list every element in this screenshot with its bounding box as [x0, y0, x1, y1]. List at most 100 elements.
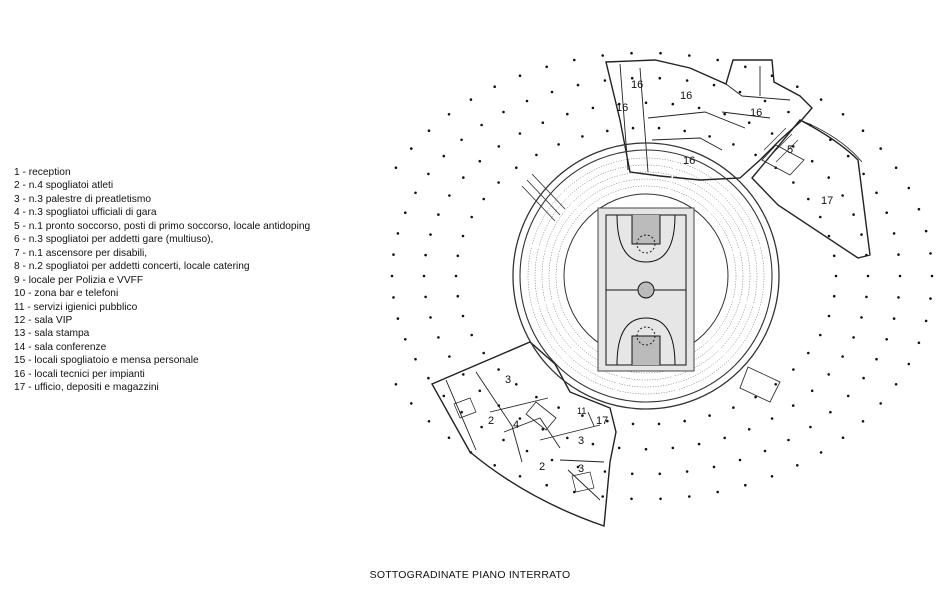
column-dot [497, 145, 501, 148]
column-dot [774, 383, 777, 386]
column-dot [852, 336, 855, 339]
column-dot [827, 373, 830, 376]
column-dot [712, 83, 716, 87]
column-dot [390, 274, 394, 278]
legend-item: 12 - sala VIP [14, 314, 73, 326]
column-dot [832, 254, 836, 258]
column-dot [644, 101, 648, 105]
seating-bowl [512, 142, 780, 410]
column-dot [601, 495, 604, 498]
aisle-line [557, 187, 588, 218]
column-dot [846, 394, 850, 398]
column-dot [606, 419, 609, 423]
aisle-line [557, 334, 588, 365]
column-dot [897, 296, 900, 299]
column-dot [631, 422, 635, 426]
column-dot [716, 490, 719, 494]
column-dot [557, 143, 560, 146]
column-dot [792, 368, 795, 371]
column-dot [429, 233, 432, 236]
legend-item: 15 - locali spogliatoio e mensa personal… [14, 355, 199, 367]
column-dot [841, 194, 844, 197]
column-dot [892, 232, 896, 235]
column-dot [708, 135, 711, 138]
column-dot [787, 110, 790, 114]
column-dot [852, 213, 855, 216]
column-dot [424, 295, 427, 299]
legend-item: 11 - servizi igienici pubblico [14, 301, 138, 313]
legend-item: 7 - n.1 ascensore per disabili, [14, 247, 148, 259]
room-label: 2 [488, 415, 494, 427]
column-dot [566, 436, 569, 440]
column-dot [819, 451, 823, 454]
room-label: 3 [578, 463, 584, 475]
column-dot [861, 420, 865, 423]
column-dot [657, 422, 661, 426]
room-label: 3 [578, 435, 584, 447]
column-dot [807, 351, 810, 355]
column-dot [819, 333, 822, 337]
column-dot [929, 252, 932, 255]
column-dot [716, 58, 719, 62]
column-dot [683, 419, 686, 423]
column-dot [787, 438, 790, 442]
column-dot [732, 143, 735, 146]
column-dot [502, 438, 505, 442]
column-dot [712, 465, 716, 469]
column-dot [631, 126, 635, 130]
column-dot [796, 464, 799, 467]
column-dot [929, 297, 932, 300]
column-dot [447, 113, 451, 116]
column-dot [601, 54, 604, 57]
column-dot [744, 483, 747, 487]
column-dot [630, 51, 633, 55]
column-dot [832, 294, 836, 298]
column-dot [394, 383, 398, 386]
column-dot [685, 470, 689, 473]
column-dot [396, 317, 400, 320]
column-dot [429, 316, 432, 319]
column-dot [461, 314, 465, 318]
column-dot [442, 154, 446, 158]
column-dot [437, 336, 440, 339]
legend-item: 17 - ufficio, depositi e magazzini [14, 382, 159, 394]
column-dot [860, 316, 863, 319]
column-dot [515, 383, 518, 386]
column-dot [482, 351, 486, 355]
column-dot [658, 76, 662, 80]
column-dot [470, 333, 474, 337]
column-dot [414, 191, 417, 195]
column-dot [454, 274, 458, 278]
legend-item: 14 - sala conferenze [14, 341, 107, 353]
column-dot [414, 357, 417, 361]
wing-offices-east [751, 119, 871, 259]
column-dot [460, 138, 463, 142]
legend-item: 4 - n.3 spogliatoi ufficiali di gara [14, 207, 157, 219]
column-dot [892, 317, 896, 320]
column-dot [862, 172, 865, 176]
column-dot [456, 294, 460, 298]
aisle-line [526, 297, 566, 310]
column-dot [894, 166, 898, 169]
column-dot [447, 436, 451, 440]
column-dot [917, 341, 921, 345]
column-dot [763, 449, 767, 453]
column-dot [462, 373, 465, 376]
column-dot [659, 497, 662, 501]
column-dot [427, 172, 430, 176]
column-dot [738, 458, 742, 462]
column-dot [482, 197, 486, 201]
column-dot [907, 362, 911, 366]
column-dot [480, 425, 483, 429]
column-dot [807, 197, 810, 201]
column-dot [394, 166, 398, 169]
column-dot [581, 414, 584, 417]
room-label: 17 [821, 195, 833, 207]
room-label: 16 [631, 79, 643, 91]
column-dot [671, 446, 675, 450]
column-dot [924, 229, 928, 233]
column-dot [424, 253, 427, 257]
column-dot [688, 54, 691, 57]
column-dot [738, 90, 742, 94]
